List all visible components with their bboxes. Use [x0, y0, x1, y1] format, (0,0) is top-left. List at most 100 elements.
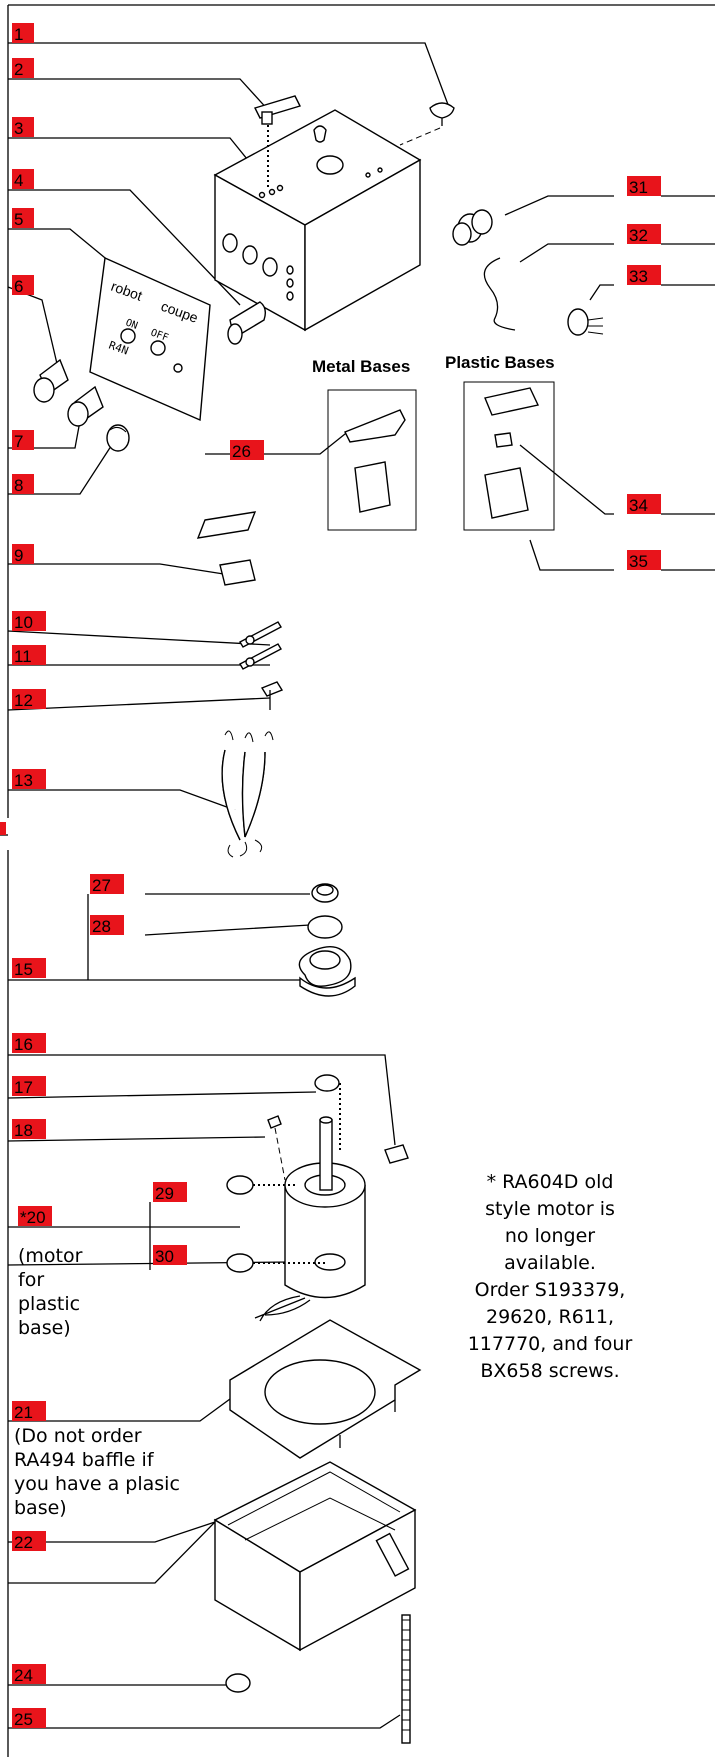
- svg-text:25: 25: [14, 1710, 33, 1729]
- base-tray: [213, 1461, 417, 1652]
- callout-5: 5: [12, 208, 34, 229]
- svg-text:11: 11: [14, 647, 32, 666]
- svg-text:34: 34: [629, 496, 648, 515]
- svg-text:12: 12: [14, 691, 33, 710]
- callout-6: 6: [12, 275, 34, 296]
- callout-17: 17: [12, 1076, 46, 1097]
- callout-15: 15: [12, 958, 46, 979]
- svg-text:4: 4: [14, 171, 23, 190]
- svg-text:available.: available.: [504, 1252, 596, 1274]
- svg-text:8: 8: [14, 476, 23, 495]
- svg-text:32: 32: [629, 226, 648, 245]
- svg-text:10: 10: [14, 613, 33, 632]
- callout-13: 13: [12, 769, 46, 790]
- svg-text:base): base): [18, 1317, 71, 1339]
- svg-text:7: 7: [14, 432, 23, 451]
- svg-text:13: 13: [14, 771, 33, 790]
- wire-harness: [221, 730, 274, 858]
- svg-text:24: 24: [14, 1666, 33, 1685]
- switch-part: [254, 95, 301, 190]
- callout-16: 16: [12, 1033, 46, 1054]
- callout-4: 4: [12, 169, 34, 190]
- top-right-parts: [452, 209, 604, 336]
- callout-30: 30: [153, 1245, 187, 1266]
- callout-7: 7: [12, 430, 34, 451]
- bearing-assembly: [298, 883, 356, 997]
- metal-bases-caption: Metal Bases: [312, 357, 410, 376]
- svg-text:18: 18: [14, 1121, 33, 1140]
- svg-text:31: 31: [629, 178, 648, 197]
- baffle-plate: [229, 1319, 422, 1459]
- svg-text:BX658 screws.: BX658 screws.: [480, 1360, 619, 1382]
- svg-text:15: 15: [14, 960, 33, 979]
- knob-part: [399, 102, 455, 146]
- svg-text:style motor is: style motor is: [485, 1198, 615, 1220]
- motor: [226, 1074, 409, 1322]
- svg-text:28: 28: [92, 917, 111, 936]
- svg-text:117770, and four: 117770, and four: [468, 1333, 633, 1355]
- callout-tags: 1 2 3 4 5 6 7 8 9 10 11 12 13 27 28 15 1…: [0, 23, 715, 1729]
- callout-21: 21: [12, 1401, 46, 1422]
- callout-25: 25: [12, 1708, 46, 1729]
- faceplate-model: R4N: [107, 339, 130, 358]
- motor-housing: [213, 109, 422, 332]
- callout-12: 12: [12, 689, 46, 710]
- base-options: Metal Bases Plastic Bases: [312, 353, 555, 531]
- svg-text:22: 22: [14, 1533, 33, 1552]
- callout-9: 9: [12, 544, 34, 565]
- callout-20: *20: [18, 1206, 52, 1227]
- svg-text:35: 35: [629, 552, 648, 571]
- callout-10: 10: [12, 611, 46, 632]
- svg-text:29620, R611,: 29620, R611,: [486, 1306, 614, 1328]
- svg-text:29: 29: [155, 1184, 174, 1203]
- svg-text:6: 6: [14, 277, 23, 296]
- callout-32: 32: [627, 224, 661, 245]
- svg-text:30: 30: [155, 1247, 174, 1266]
- callout-22: 22: [12, 1531, 46, 1552]
- motor-note: (motor for plastic base): [18, 1245, 83, 1339]
- svg-text:(Do not order: (Do not order: [14, 1425, 142, 1447]
- callout-27: 27: [90, 874, 124, 895]
- callout-29: 29: [153, 1182, 187, 1203]
- callout-1: 1: [12, 23, 34, 44]
- callout-14-mark: [0, 822, 6, 835]
- baffle-note: (Do not order RA494 baffle if you have a…: [14, 1425, 180, 1519]
- callout-24: 24: [12, 1664, 46, 1685]
- svg-text:17: 17: [14, 1078, 33, 1097]
- svg-text:16: 16: [14, 1035, 33, 1054]
- svg-text:no longer: no longer: [505, 1225, 595, 1247]
- callout-28: 28: [90, 915, 124, 936]
- svg-text:33: 33: [629, 267, 648, 286]
- callout-11: 11: [12, 645, 46, 666]
- callout-3: 3: [12, 117, 34, 138]
- svg-text:1: 1: [14, 25, 23, 44]
- svg-text:2: 2: [14, 60, 23, 79]
- svg-text:Order S193379,: Order S193379,: [475, 1279, 626, 1301]
- svg-text:27: 27: [92, 876, 111, 895]
- svg-text:(motor: (motor: [18, 1245, 83, 1267]
- callout-31: 31: [627, 176, 661, 197]
- svg-text:9: 9: [14, 546, 23, 565]
- capacitor-part: [227, 301, 267, 345]
- callout-8: 8: [12, 474, 34, 495]
- svg-text:for: for: [18, 1269, 44, 1291]
- callout-18: 18: [12, 1119, 46, 1140]
- old-motor-note: * RA604D old style motor is no longer av…: [468, 1171, 633, 1382]
- switch-buttons: [33, 358, 130, 452]
- svg-text:RA494 baffle if: RA494 baffle if: [14, 1449, 155, 1471]
- small-parts: [196, 511, 284, 710]
- svg-text:plastic: plastic: [18, 1293, 80, 1315]
- svg-text:3: 3: [14, 119, 23, 138]
- callout-35: 35: [627, 550, 661, 571]
- svg-text:you have a plasic: you have a plasic: [14, 1473, 180, 1495]
- svg-text:21: 21: [14, 1403, 33, 1422]
- plastic-bases-caption: Plastic Bases: [445, 353, 555, 372]
- svg-text:5: 5: [14, 210, 23, 229]
- svg-text:26: 26: [232, 442, 251, 461]
- callout-33: 33: [627, 265, 661, 286]
- callout-34: 34: [627, 494, 661, 515]
- callout-2: 2: [12, 58, 34, 79]
- faceplate: robot coupe ON OFF R4N: [89, 256, 211, 422]
- svg-text:base): base): [14, 1497, 67, 1519]
